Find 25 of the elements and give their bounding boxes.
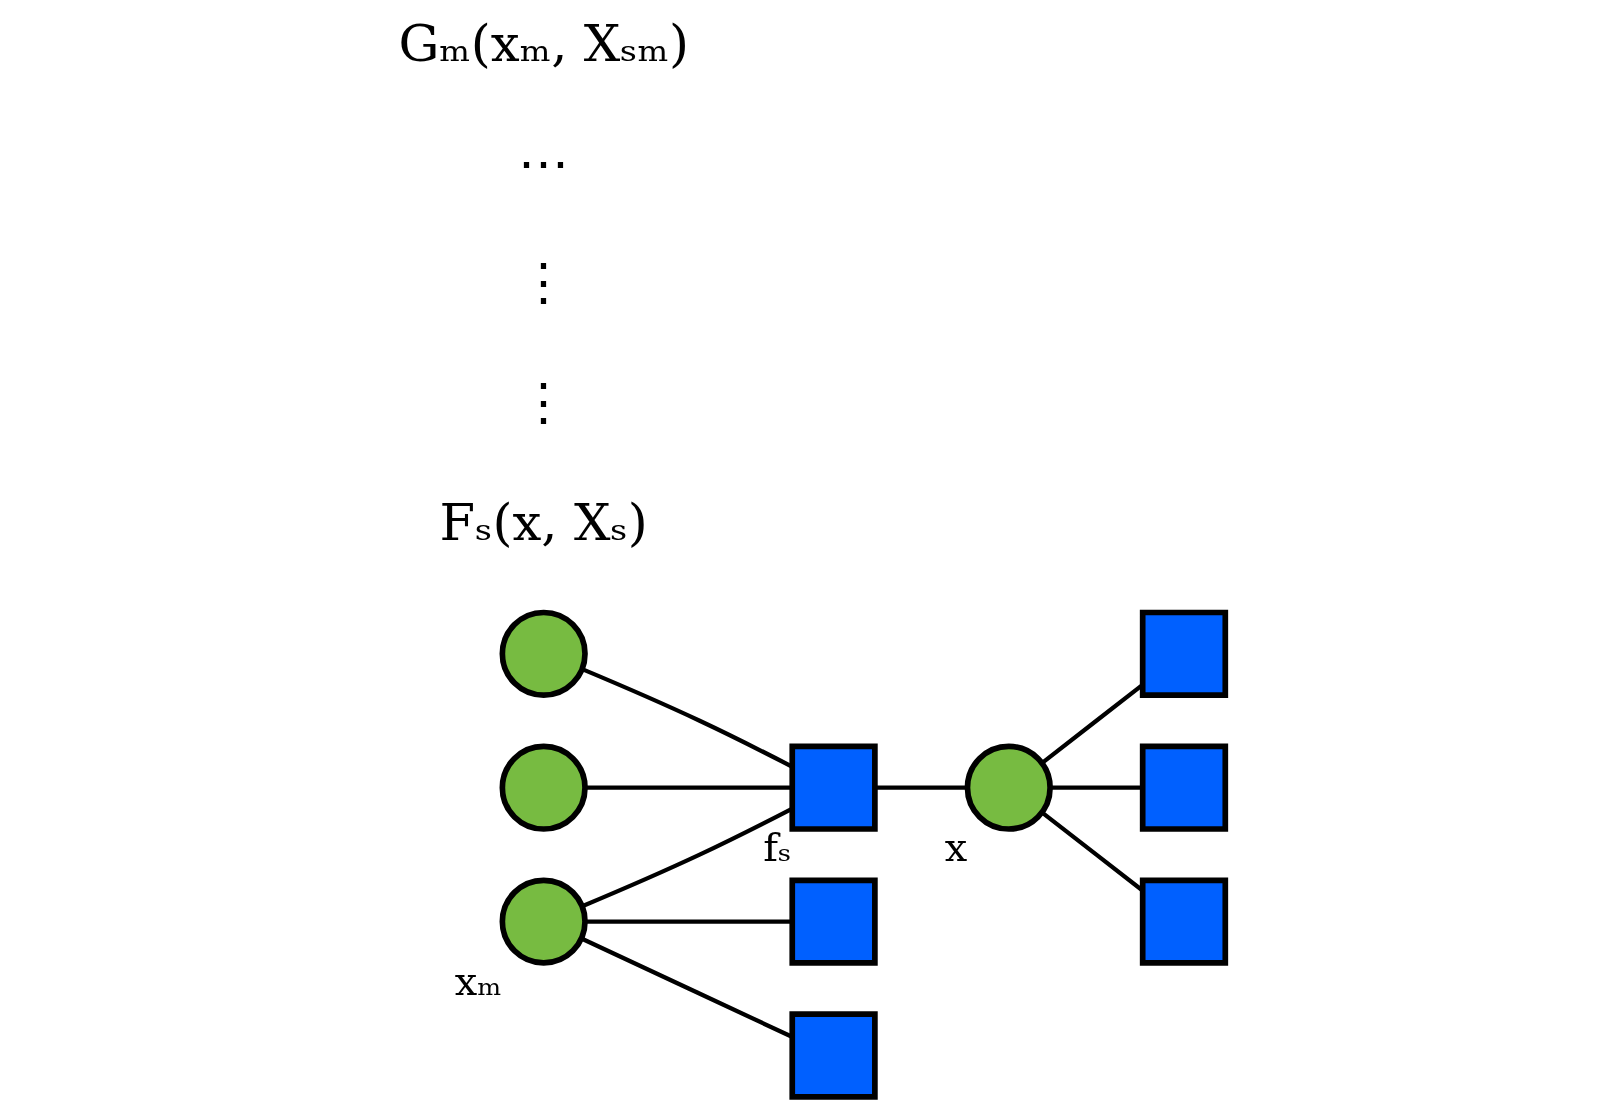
node-box [789, 743, 878, 832]
connector [585, 785, 793, 790]
node-label: fₛ [763, 823, 792, 870]
connector [874, 785, 967, 790]
node-label: xₘ [454, 957, 502, 1004]
node-circle [499, 877, 588, 966]
node-box [789, 877, 878, 966]
label: Gₘ(xₘ, Xₛₘ) [398, 12, 689, 73]
node-box [1139, 743, 1229, 832]
node-box [1139, 877, 1229, 966]
label: ⋮ [518, 371, 570, 432]
node-circle [499, 609, 588, 698]
connector [585, 919, 793, 924]
label: ⋮ [518, 252, 570, 313]
node-label: x [944, 823, 968, 870]
connector [1050, 785, 1143, 790]
node-box [1139, 609, 1229, 698]
connector [581, 806, 793, 909]
node-circle [499, 743, 588, 832]
connector [580, 936, 793, 1039]
connector [581, 667, 793, 769]
node-box [789, 1011, 878, 1100]
node-circle [964, 743, 1053, 832]
label: Fₛ(x, Xₛ) [439, 491, 648, 552]
label: ⋯ [518, 132, 570, 193]
